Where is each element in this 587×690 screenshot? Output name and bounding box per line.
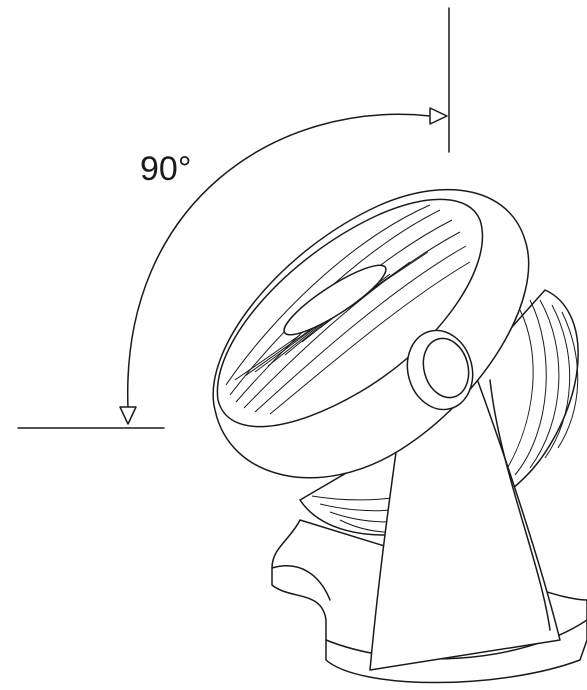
tilt-knob-inner xyxy=(422,337,470,399)
fan-head-rim-inner xyxy=(216,198,484,428)
tilt-arc xyxy=(127,113,431,409)
arrow-head-icon-top xyxy=(429,107,448,125)
angle-label: 90° xyxy=(140,150,191,188)
arm-inner-edge xyxy=(489,379,551,631)
arrow-head-icon-bottom xyxy=(119,406,137,425)
fan-illustration xyxy=(212,188,587,684)
fan-center-hub xyxy=(283,264,387,336)
